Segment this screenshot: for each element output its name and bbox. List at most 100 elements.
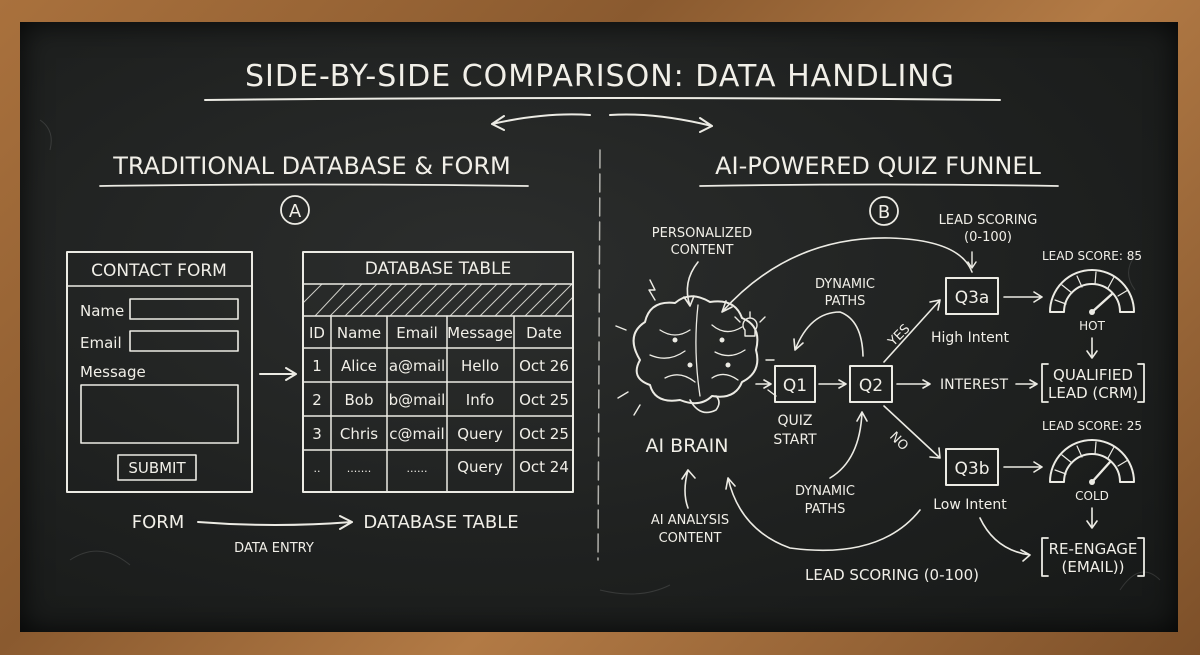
col-header-email: Email: [396, 324, 438, 342]
flow-to-label: DATABASE TABLE: [363, 512, 518, 533]
no-label: NO: [886, 429, 911, 454]
q3b-label: Q3b: [955, 459, 990, 479]
split-arrow-right: [609, 113, 713, 133]
badge-a-circle: [280, 195, 310, 225]
table-cell: 2: [312, 391, 322, 409]
table-cell: Oct 25: [519, 425, 569, 443]
quiz-start-line1: QUIZ: [778, 413, 813, 429]
quiz-start-line2: START: [773, 432, 817, 448]
dynamic-paths-top-curve: [793, 311, 864, 357]
table-cell: .......: [347, 462, 371, 475]
cold-gauge-icon: [1049, 439, 1135, 485]
lead-score-hot: LEAD SCORE: 85: [1042, 249, 1142, 263]
q1-label: Q1: [783, 376, 807, 396]
title-underline: [204, 97, 1001, 101]
personalized-arrow: [683, 261, 699, 307]
dynamic-paths-top-line2: PATHS: [825, 294, 866, 309]
badge-b-circle: [869, 196, 899, 226]
right-heading-underline: [699, 183, 1059, 187]
col-header-name: Name: [337, 324, 381, 342]
hot-label: HOT: [1079, 319, 1105, 333]
interest-label: INTEREST: [940, 377, 1008, 393]
center-divider: [597, 149, 601, 561]
col-header-message: Message: [447, 324, 513, 342]
col-header-date: Date: [526, 324, 562, 342]
chalkboard: SIDE-BY-SIDE COMPARISON: DATA HANDLING T…: [20, 22, 1178, 632]
ai-analysis-line1: AI ANALYSIS: [651, 513, 729, 528]
lead-scoring-top-line1: LEAD SCORING: [939, 213, 1038, 228]
table-cell: Query: [457, 458, 503, 476]
low-intent-to-reengage-arrow: [979, 517, 1031, 562]
q3b-box: [945, 448, 999, 486]
q1-to-q2-arrow: [818, 379, 847, 389]
submit-button-label: SUBMIT: [128, 459, 186, 477]
left-heading-underline: [99, 183, 529, 187]
message-field[interactable]: [80, 384, 239, 444]
yes-arrow: [883, 299, 941, 363]
feedback-arc-bottom: [725, 477, 921, 552]
badge-b: B: [878, 202, 890, 223]
table-cell: Chris: [340, 425, 378, 443]
name-field[interactable]: [129, 298, 239, 320]
high-intent-label: High Intent: [931, 330, 1010, 346]
lead-scoring-top-arrow: [967, 251, 977, 269]
q3b-to-cold-arrow: [1003, 461, 1043, 473]
table-cell: 3: [312, 425, 322, 443]
table-cell: Bob: [345, 391, 374, 409]
contact-form-title: CONTACT FORM: [91, 261, 227, 281]
table-cell: a@mail: [389, 357, 445, 375]
feedback-arc-top: [721, 237, 973, 313]
lead-scoring-bottom: LEAD SCORING (0-100): [805, 566, 979, 584]
table-cell: 1: [312, 357, 322, 375]
low-intent-label: Low Intent: [933, 497, 1007, 513]
table-cell: b@mail: [389, 391, 446, 409]
form-to-table-arrow: [259, 367, 297, 381]
personalized-content-line1: PERSONALIZED: [652, 226, 752, 241]
reengage-line2: (EMAIL)): [1061, 558, 1124, 576]
qualified-line2: LEAD (CRM): [1048, 384, 1138, 402]
table-cell: Query: [457, 425, 503, 443]
lead-score-cold: LEAD SCORE: 25: [1042, 419, 1142, 433]
brain-to-q1-arrow: [755, 379, 772, 389]
email-field[interactable]: [129, 330, 239, 352]
page-title: SIDE-BY-SIDE COMPARISON: DATA HANDLING: [245, 59, 955, 94]
message-label: Message: [80, 363, 146, 381]
cold-label: COLD: [1075, 489, 1109, 503]
dynamic-paths-bottom-line1: DYNAMIC: [795, 484, 855, 499]
table-cell: ..: [314, 462, 321, 475]
name-label: Name: [80, 302, 124, 320]
table-cell: c@mail: [389, 425, 444, 443]
contact-form: CONTACT FORM Name Email Message SUBMIT: [66, 251, 253, 493]
table-cell: ......: [407, 462, 428, 475]
q1-box: [774, 365, 816, 403]
q3a-to-hot-arrow: [1003, 291, 1043, 303]
reengage-line1: RE-ENGAGE: [1049, 540, 1138, 558]
interest-arrow-right: [1015, 379, 1038, 389]
cold-to-reengage-arrow: [1086, 507, 1098, 529]
database-table-title: DATABASE TABLE: [365, 259, 512, 279]
table-cell: Oct 24: [519, 458, 569, 476]
dynamic-paths-top-line1: DYNAMIC: [815, 277, 875, 292]
flow-from-label: FORM: [132, 512, 185, 533]
submit-button[interactable]: [117, 454, 197, 481]
qualified-lead-brackets: [1041, 363, 1145, 403]
right-heading: AI-POWERED QUIZ FUNNEL: [715, 152, 1041, 180]
q3a-label: Q3a: [955, 288, 990, 308]
ai-brain-icon: [615, 279, 777, 416]
personalized-content-line2: CONTENT: [671, 243, 734, 258]
database-table: DATABASE TABLE ID Name Email Message Dat…: [302, 251, 574, 493]
lead-scoring-top-line2: (0-100): [964, 230, 1012, 245]
q2-box: [849, 365, 893, 403]
dynamic-paths-bottom-line2: PATHS: [805, 502, 846, 517]
left-heading: TRADITIONAL DATABASE & FORM: [112, 152, 511, 180]
qualified-line1: QUALIFIED: [1053, 366, 1133, 384]
ai-analysis-line2: CONTENT: [659, 531, 722, 546]
table-cell: Info: [466, 391, 494, 409]
q2-label: Q2: [859, 376, 883, 396]
data-entry-label: DATA ENTRY: [234, 541, 314, 556]
badge-a: A: [289, 201, 302, 222]
yes-label: YES: [885, 322, 914, 351]
table-cell: Hello: [461, 357, 499, 375]
chalk-smudges: [39, 119, 1161, 595]
hot-to-qualified-arrow: [1086, 337, 1098, 359]
